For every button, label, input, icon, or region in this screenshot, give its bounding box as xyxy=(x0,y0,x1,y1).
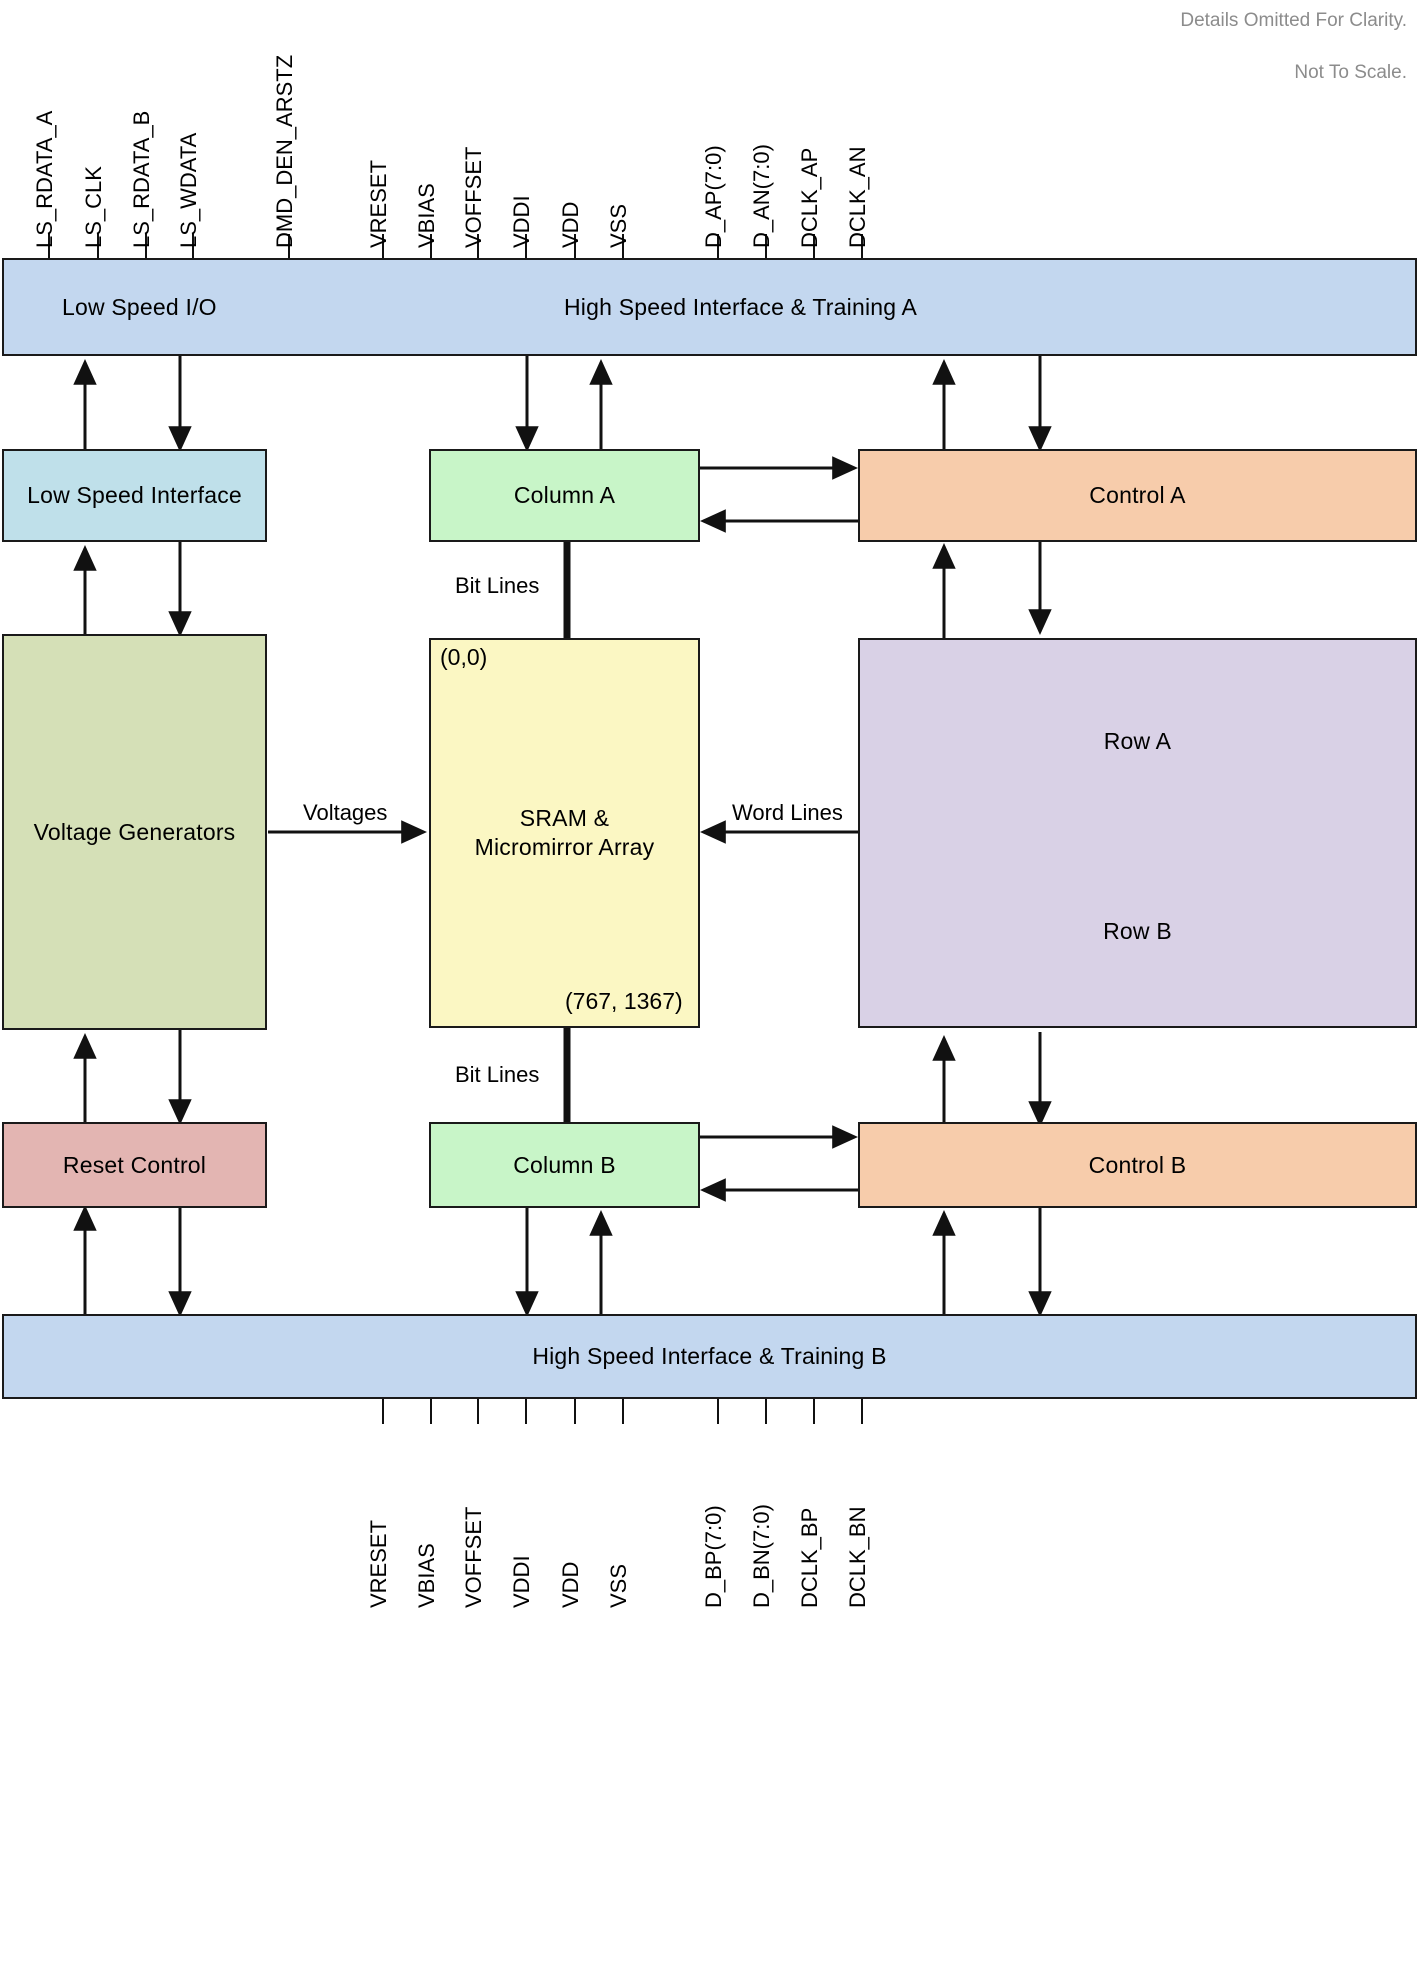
top-pin-label-ls-clk: LS_CLK xyxy=(81,166,106,248)
top-pin-stub xyxy=(525,234,527,260)
block-sram-micromirror-array[interactable]: SRAM & Micromirror Array xyxy=(429,638,700,1028)
low-speed-io-label: Low Speed I/O xyxy=(62,293,217,320)
top-pin-stub xyxy=(477,234,479,260)
high-speed-interface-training-a-label: High Speed Interface & Training A xyxy=(564,293,918,320)
voltage-generators-label: Voltage Generators xyxy=(33,818,236,845)
bottom-pin-label-vss: VSS xyxy=(606,1563,631,1608)
bottom-pin-label-vbias: VBIAS xyxy=(414,1543,439,1608)
top-pin-label-dmd-den-arstz: DMD_DEN_ARSTZ xyxy=(272,54,297,248)
block-high-speed-interface-training-b[interactable]: High Speed Interface & Training B xyxy=(2,1314,1417,1399)
array-origin-coordinate: (0,0) xyxy=(440,644,488,670)
top-pin-label-vdd: VDD xyxy=(558,201,583,248)
block-reset-control[interactable]: Reset Control xyxy=(2,1122,267,1208)
block-control-a[interactable]: Control A xyxy=(858,449,1417,542)
top-pin-stub xyxy=(430,234,432,260)
top-pin-stub xyxy=(574,234,576,260)
bottom-pin-stub xyxy=(430,1398,432,1424)
row-b-label: Row B xyxy=(1103,918,1172,944)
top-pin-label-ls-rdata-a: LS_RDATA_A xyxy=(32,110,57,248)
bottom-pin-stub xyxy=(622,1398,624,1424)
high-speed-interface-training-b-label: High Speed Interface & Training B xyxy=(532,1343,887,1369)
note-not-to-scale: Not To Scale. xyxy=(1294,62,1407,83)
bit-lines-bottom-label: Bit Lines xyxy=(455,1062,540,1087)
top-pin-label-vss: VSS xyxy=(606,203,631,248)
top-pin-stub xyxy=(861,234,863,260)
sram-label-line1: SRAM & xyxy=(519,804,610,831)
top-pin-label-dclk-an: DCLK_AN xyxy=(845,146,870,248)
top-pin-stub xyxy=(288,234,290,260)
block-column-b[interactable]: Column B xyxy=(429,1122,700,1208)
top-pin-stub xyxy=(622,234,624,260)
top-pin-label-ls-rdata-b: LS_RDATA_B xyxy=(129,110,154,248)
bit-lines-top-label: Bit Lines xyxy=(455,573,540,598)
block-low-speed-interface[interactable]: Low Speed Interface xyxy=(2,449,267,542)
top-pin-stub xyxy=(765,234,767,260)
bottom-pin-label-vddi: VDDI xyxy=(509,1555,534,1608)
top-pin-label-d-ap-7-0-: D_AP(7:0) xyxy=(701,145,726,248)
top-pin-stub xyxy=(192,234,194,260)
bottom-pin-label-d-bp-7-0-: D_BP(7:0) xyxy=(701,1505,726,1608)
bottom-pin-stub xyxy=(717,1398,719,1424)
column-b-label: Column B xyxy=(513,1151,616,1178)
row-a-label: Row A xyxy=(1103,728,1172,754)
top-pin-label-dclk-ap: DCLK_AP xyxy=(797,147,822,248)
top-pin-label-d-an-7-0-: D_AN(7:0) xyxy=(749,144,774,248)
top-pin-label-ls-wdata: LS_WDATA xyxy=(176,132,201,248)
block-low-speed-io-bar[interactable]: Low Speed I/O High Speed Interface & Tra… xyxy=(2,258,1417,356)
bottom-pin-stub xyxy=(813,1398,815,1424)
bottom-pin-stub xyxy=(574,1398,576,1424)
bottom-pin-label-dclk-bn: DCLK_BN xyxy=(845,1506,870,1608)
sram-label-line2: Micromirror Array xyxy=(474,834,655,860)
top-pin-label-voffset: VOFFSET xyxy=(461,146,486,248)
top-pin-stub xyxy=(717,234,719,260)
bottom-pin-stub xyxy=(382,1398,384,1424)
reset-control-label: Reset Control xyxy=(62,1151,207,1178)
bottom-pin-label-vdd: VDD xyxy=(558,1561,583,1608)
block-voltage-generators[interactable]: Voltage Generators xyxy=(2,634,267,1030)
control-a-label: Control A xyxy=(1089,482,1186,508)
top-pin-stub xyxy=(48,234,50,260)
low-speed-interface-label: Low Speed Interface xyxy=(27,482,242,508)
bottom-pin-label-dclk-bp: DCLK_BP xyxy=(797,1507,822,1608)
note-details-omitted: Details Omitted For Clarity. xyxy=(1180,10,1407,31)
top-pin-label-vbias: VBIAS xyxy=(414,183,439,248)
bottom-pin-label-voffset: VOFFSET xyxy=(461,1506,486,1608)
block-control-b[interactable]: Control B xyxy=(858,1122,1417,1208)
voltages-label: Voltages xyxy=(303,800,388,825)
top-pin-stub xyxy=(145,234,147,260)
control-b-label: Control B xyxy=(1088,1151,1187,1178)
bottom-pin-stub xyxy=(477,1398,479,1424)
bottom-pin-label-vreset: VRESET xyxy=(366,1519,391,1608)
top-pin-stub xyxy=(382,234,384,260)
word-lines-label: Word Lines xyxy=(732,800,843,825)
block-row-a-b[interactable]: Row A Row B xyxy=(858,638,1417,1028)
bottom-pin-label-d-bn-7-0-: D_BN(7:0) xyxy=(749,1504,774,1608)
array-max-coordinate: (767, 1367) xyxy=(565,988,683,1014)
top-pin-label-vreset: VRESET xyxy=(366,159,391,248)
top-pin-label-vddi: VDDI xyxy=(509,195,534,248)
block-column-a[interactable]: Column A xyxy=(429,449,700,542)
bottom-pin-stub xyxy=(765,1398,767,1424)
bottom-pin-stub xyxy=(861,1398,863,1424)
top-pin-stub xyxy=(97,234,99,260)
column-a-label: Column A xyxy=(513,482,616,508)
bottom-pin-stub xyxy=(525,1398,527,1424)
top-pin-stub xyxy=(813,234,815,260)
